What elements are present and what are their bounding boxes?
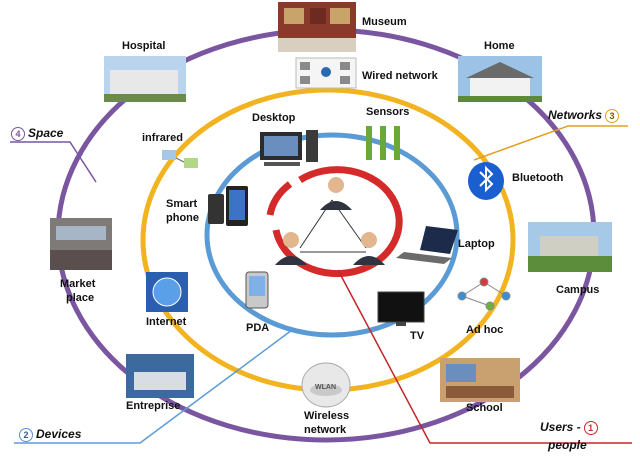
callout-devices-text: Devices [36,427,82,441]
callout-users-number: 1 [583,420,598,435]
label-phone: phone [166,212,199,224]
label-bluetooth: Bluetooth [512,172,564,184]
callout-space-number: 4 [11,126,25,141]
label-pda: PDA [246,322,270,334]
space-callout-line [10,141,97,183]
callout-users-text: Users - [540,420,581,434]
hospital-photo-icon [104,56,186,102]
tv-icon [377,291,425,326]
museum-photo-icon [278,2,356,52]
pda-icon [245,271,269,309]
laptop-icon [396,226,458,264]
home-photo-icon [458,56,542,102]
label-home: Home [484,40,515,52]
label-campus: Campus [556,284,600,296]
label-wireless: Wireless [304,410,350,422]
label-desktop: Desktop [252,112,296,124]
label-laptop: Laptop [458,238,495,250]
label-smart: Smart [166,198,198,210]
users-ring-left [266,181,293,216]
user-icon [275,177,385,265]
callout-networks-number: 3 [605,108,620,123]
school-photo-icon [440,358,520,402]
label-network: network [304,424,347,436]
callout-networks-text: Networks [548,108,603,122]
label-ad-hoc: Ad hoc [466,324,504,336]
label-internet: Internet [146,316,187,328]
devices-ring [204,132,460,338]
networks-callout-line [473,125,628,161]
callout-devices-number: 2 [19,427,33,442]
label-place: place [66,292,95,304]
sensors-icon [366,126,400,160]
callout-users-people: people [548,438,587,452]
label-wlan: WLAN [315,384,336,391]
market-place-photo-icon [50,218,112,270]
wired-network-icon [295,57,357,89]
bluetooth-icon [468,162,504,200]
wlan-router-icon [301,362,351,408]
devices-callout-line [14,329,293,444]
callout-users: Users -1 [540,420,601,435]
label-tv: TV [410,330,425,342]
callout-space-text: Space [28,126,64,140]
desktop-icon [260,130,318,166]
users-callout-line [337,269,632,444]
campus-photo-icon [528,222,612,272]
internet-globe-icon [146,272,188,312]
infrared-icon [162,150,198,168]
label-school: School [466,402,503,414]
callout-users-people-text: people [548,438,587,452]
label-infrared: infrared [142,132,183,144]
ad-hoc-network-icon [457,277,511,311]
label-museum: Museum [362,16,407,28]
label-hospital: Hospital [122,40,166,52]
label-market: Market [60,278,96,290]
entreprise-photo-icon [126,354,194,398]
label-wired-network: Wired network [362,70,438,82]
label-entreprise: Entreprise [126,400,181,412]
smart-phone-icon [208,186,248,226]
label-sensors: Sensors [366,106,410,118]
